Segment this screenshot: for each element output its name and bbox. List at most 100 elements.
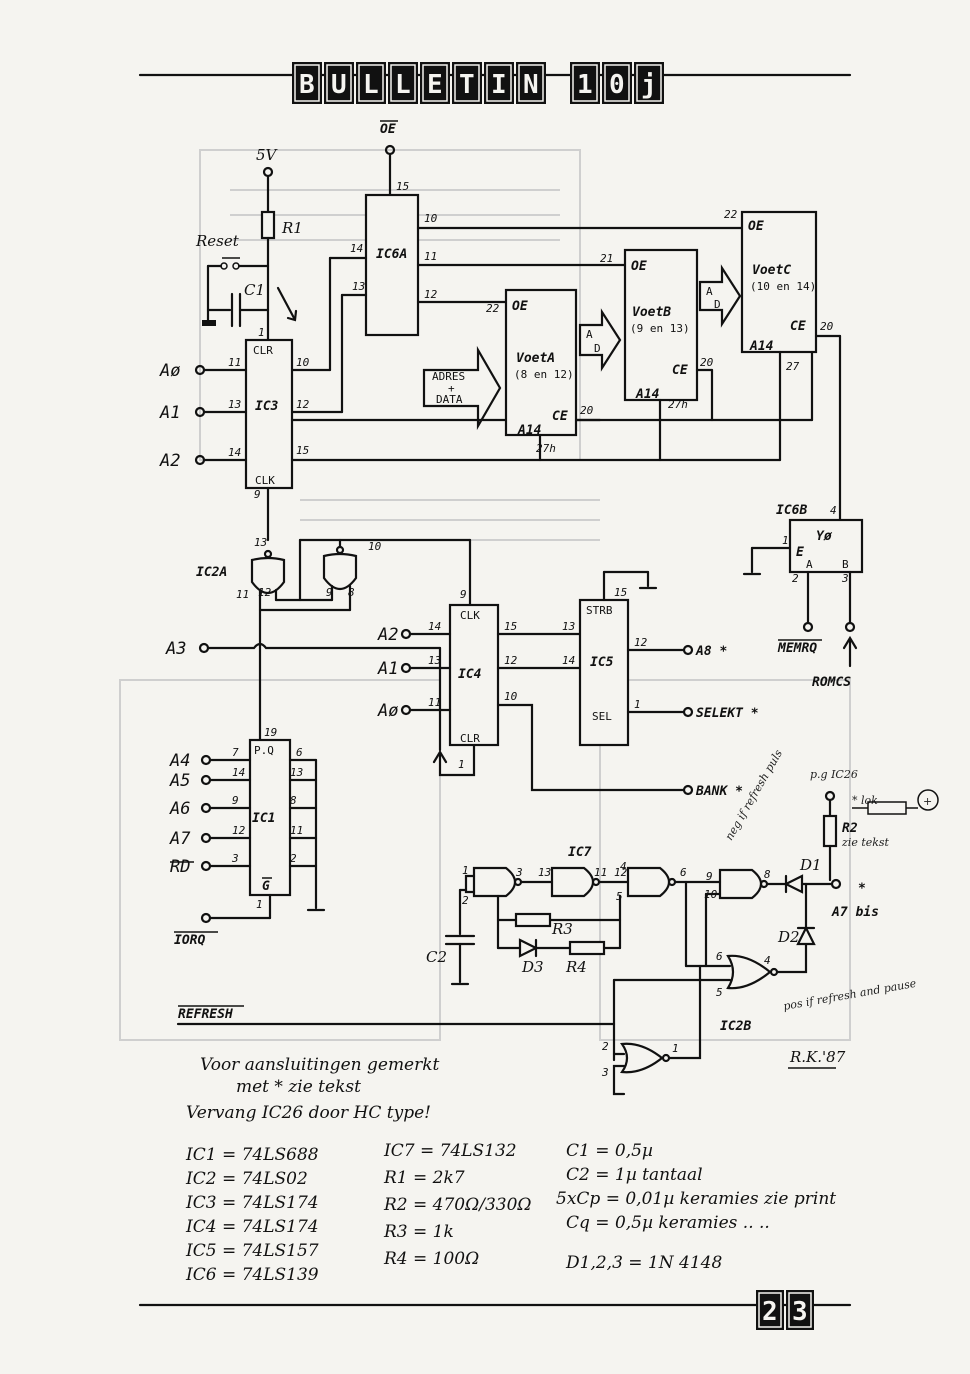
ic4-clk-label: CLK xyxy=(460,609,480,622)
ic6b-chip xyxy=(788,518,864,574)
ic3-chip xyxy=(244,338,294,490)
pin-number: 13 xyxy=(428,654,441,667)
bubble xyxy=(263,549,273,559)
pin-number: 12 xyxy=(634,636,648,649)
a-label: A xyxy=(706,285,713,298)
arrow-head xyxy=(432,749,448,764)
data-label: DATA xyxy=(436,393,463,406)
pin-number: 1 xyxy=(634,698,641,711)
pin-number: 15 xyxy=(296,444,309,457)
voet-c-oe: OE xyxy=(748,219,764,234)
pin-number: 14 xyxy=(232,766,245,779)
pin-number: 20 xyxy=(700,356,714,369)
output-a7bis: A7 bis xyxy=(831,905,879,920)
ic7-label: IC7 xyxy=(568,845,592,860)
ic5-strb-label: STRB xyxy=(586,604,613,617)
a7bis-terminal xyxy=(830,878,842,890)
pin-number: 2 xyxy=(462,894,469,907)
banner-letter: L xyxy=(395,70,411,100)
input-a3: A3 xyxy=(165,639,186,659)
ic5-label: IC5 xyxy=(590,655,614,670)
romcs-terminal xyxy=(844,621,856,633)
ic2b-label: IC2B xyxy=(720,1019,751,1034)
label-oe-top: OE xyxy=(380,122,396,137)
ic2a-label: IC2A xyxy=(196,565,227,580)
romcs-arrow-head xyxy=(842,635,858,650)
label-c1: C1 xyxy=(244,281,265,299)
voet-b-ce: CE xyxy=(672,363,688,378)
pin-number: 8 xyxy=(348,586,355,599)
pin-number: 27h xyxy=(536,442,556,455)
pin-number: 10 xyxy=(704,888,718,901)
input-a0: Aø xyxy=(159,361,180,381)
label-c2: C2 xyxy=(426,948,447,966)
pin-number: 11 xyxy=(594,866,607,879)
pin-number: 11 xyxy=(228,356,241,369)
input-terminal xyxy=(400,662,412,674)
banner-letter-cell xyxy=(484,62,514,104)
ic6b-e: E xyxy=(796,545,804,560)
ic4-clr-label: CLR xyxy=(460,732,480,745)
banner-letter-cell xyxy=(420,62,450,104)
input-ic4-a1: A1 xyxy=(377,659,398,679)
voet-b-a14: A14 xyxy=(635,387,660,402)
input-ic1: A5 xyxy=(169,771,190,791)
input-ic1: RD xyxy=(170,857,190,877)
pin-number: 11 xyxy=(236,588,249,601)
input-terminal xyxy=(200,774,212,786)
reset-arrow-head xyxy=(286,309,298,322)
voet-b-label: VoetB xyxy=(632,305,671,320)
pin-number: 8 xyxy=(290,794,297,807)
signature: R.K.'87 xyxy=(789,1048,846,1066)
banner-letter-cell xyxy=(388,62,418,104)
output-selekt: SELEKT * xyxy=(696,706,759,721)
issue-letter-cell xyxy=(602,62,632,104)
plus-circle xyxy=(917,789,939,811)
diode-d3 xyxy=(518,938,539,958)
pin-number: 10 xyxy=(296,356,310,369)
pin-number: 20 xyxy=(820,320,834,333)
banner-letter-cell xyxy=(356,62,386,104)
wire xyxy=(612,1064,626,1096)
pin-number: 2 xyxy=(792,572,799,585)
output-terminal xyxy=(682,706,694,718)
d-label: D xyxy=(594,342,601,355)
label-r2-note: zie tekst xyxy=(841,836,890,849)
banner-letter: L xyxy=(363,70,379,100)
banner-letter: U xyxy=(331,70,347,100)
output-star: * xyxy=(858,881,866,896)
page-digit: 3 xyxy=(792,1297,808,1327)
input-terminal xyxy=(200,802,212,814)
ic4-label: IC4 xyxy=(458,667,482,682)
ic3-clr-label: CLR xyxy=(253,344,273,357)
wire-ic4-clr xyxy=(438,743,476,777)
adres-data-arrow xyxy=(422,345,502,431)
a-label: A xyxy=(586,328,593,341)
wire-a3 xyxy=(206,642,442,650)
pin-number: 13 xyxy=(290,766,303,779)
pin-number: 13 xyxy=(228,398,241,411)
input-terminal xyxy=(200,832,212,844)
diode-d1 xyxy=(783,874,804,894)
voet-c-socket xyxy=(740,210,818,354)
input-ic1: A4 xyxy=(169,751,190,771)
pin-number: 1 xyxy=(672,1042,679,1055)
pin-number: 12 xyxy=(232,824,246,837)
page-digit: 2 xyxy=(762,1297,778,1327)
page-digit-cell xyxy=(756,1290,784,1330)
input-terminal xyxy=(200,754,212,766)
ic7-gate-4 xyxy=(718,868,763,900)
issue-letter-cell xyxy=(570,62,600,104)
pin-number: 14 xyxy=(350,242,363,255)
pin-number: 12 xyxy=(614,866,628,879)
pin-number: 20 xyxy=(580,404,594,417)
ic7-gate-1 xyxy=(472,866,517,898)
pin-number: 10 xyxy=(504,690,518,703)
issue-letter: 1 xyxy=(577,70,593,100)
voet-b-socket xyxy=(623,248,699,402)
input-refresh: REFRESH xyxy=(178,1007,233,1022)
pin-number: 1 xyxy=(258,326,265,339)
